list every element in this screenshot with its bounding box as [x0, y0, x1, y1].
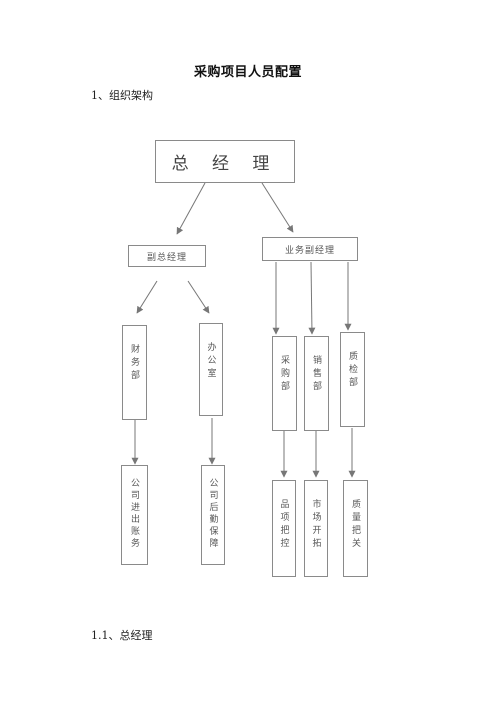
arrow-business-to-sales [308, 261, 316, 335]
quality-control-department-box: 质检部 [340, 332, 365, 427]
qc-duty-box: 质量把关 [343, 480, 368, 577]
purchasing-duty-box: 品项把控 [272, 480, 296, 577]
sales-department-box: 销售部 [304, 336, 329, 431]
arrow-deputy-to-finance [136, 280, 158, 314]
arrow-gm-to-business-deputy [261, 182, 294, 233]
arrow-deputy-to-office [187, 280, 210, 314]
deputy-general-manager-box: 副总经理 [128, 245, 206, 267]
section-heading-org-structure: 1、组织架构 [91, 89, 153, 102]
office-duty-box: 公司后勤保障 [201, 465, 225, 565]
finance-duty-box: 公司进出账务 [121, 465, 148, 565]
finance-department-box: 财务部 [122, 325, 147, 420]
business-deputy-manager-box: 业务副经理 [262, 237, 358, 261]
document-title: 采购项目人员配置 [193, 65, 302, 80]
general-manager-box: 总 经 理 [155, 140, 295, 183]
sales-duty-box: 市场开拓 [304, 480, 328, 577]
arrow-gm-to-deputy-gm [176, 182, 206, 235]
purchasing-department-box: 采购部 [272, 336, 297, 431]
section-heading-general-manager: 1.1、总经理 [91, 629, 153, 642]
office-box: 办公室 [199, 323, 223, 416]
